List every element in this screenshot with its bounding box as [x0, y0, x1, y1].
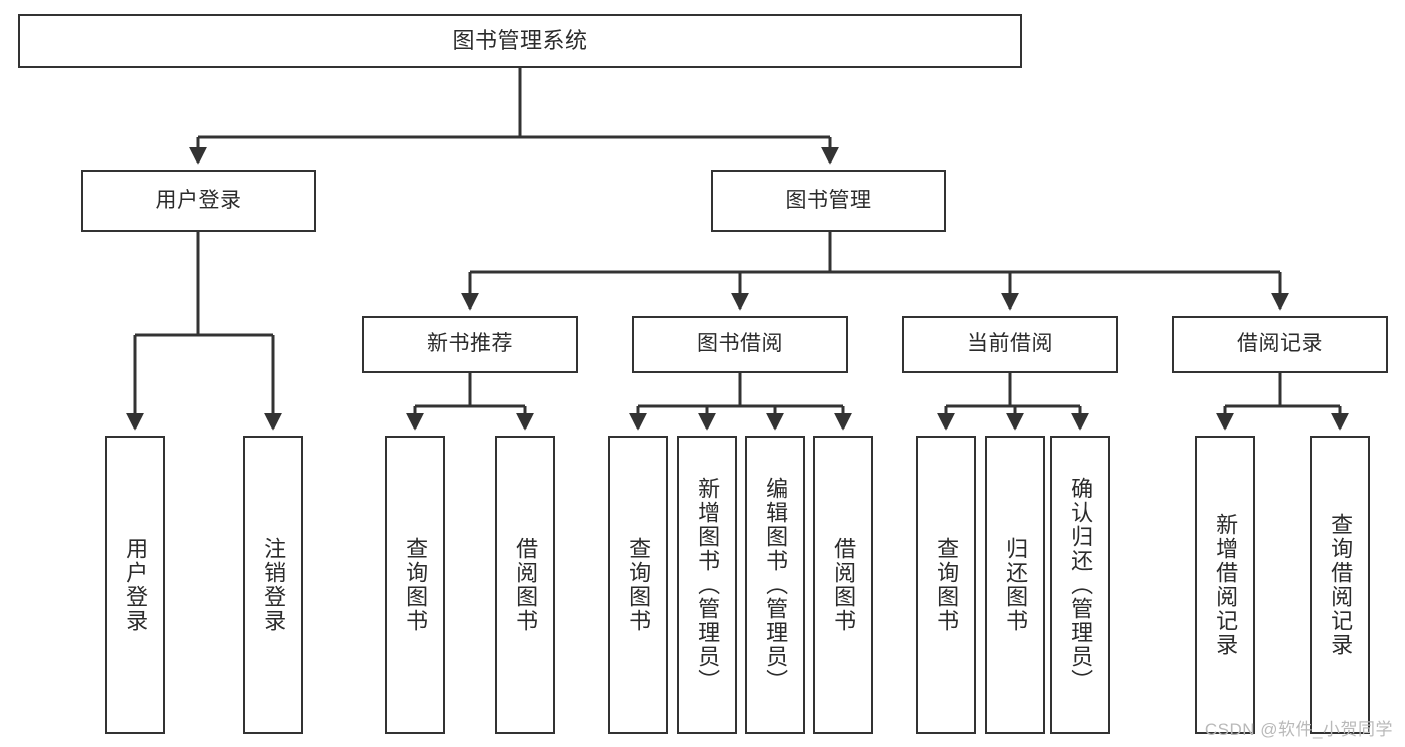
- leaf-label: 借阅图书: [831, 537, 857, 633]
- leaf-user-login-logout[interactable]: 注销登录: [243, 436, 303, 734]
- node-current-borrow[interactable]: 当前借阅: [902, 316, 1118, 373]
- leaf-book-borrow-add[interactable]: 新增图书（管理员）: [677, 436, 737, 734]
- leaf-current-borrow-query[interactable]: 查询图书: [916, 436, 976, 734]
- node-book-borrow[interactable]: 图书借阅: [632, 316, 848, 373]
- node-book-management[interactable]: 图书管理: [711, 170, 946, 232]
- leaf-current-borrow-return[interactable]: 归还图书: [985, 436, 1045, 734]
- leaf-new-book-query[interactable]: 查询图书: [385, 436, 445, 734]
- leaf-label: 新增借阅记录: [1213, 513, 1239, 657]
- leaf-user-login-login[interactable]: 用户登录: [105, 436, 165, 734]
- leaf-book-borrow-edit[interactable]: 编辑图书（管理员）: [745, 436, 805, 734]
- leaf-label: 借阅图书: [513, 537, 539, 633]
- node-user-login-label: 用户登录: [155, 188, 242, 212]
- leaf-borrow-record-query[interactable]: 查询借阅记录: [1310, 436, 1370, 734]
- leaf-label: 用户登录: [123, 537, 149, 633]
- node-user-login[interactable]: 用户登录: [81, 170, 316, 232]
- leaf-new-book-borrow[interactable]: 借阅图书: [495, 436, 555, 734]
- leaf-book-borrow-borrow[interactable]: 借阅图书: [813, 436, 873, 734]
- node-root-label: 图书管理系统: [452, 28, 588, 54]
- leaf-label: 确认归还（管理员）: [1068, 477, 1094, 693]
- leaf-current-borrow-confirm-return[interactable]: 确认归还（管理员）: [1050, 436, 1110, 734]
- node-new-book-recommend-label: 新书推荐: [427, 332, 513, 356]
- leaf-label: 查询图书: [934, 537, 960, 633]
- node-book-borrow-label: 图书借阅: [697, 332, 783, 356]
- leaf-book-borrow-query[interactable]: 查询图书: [608, 436, 668, 734]
- leaf-label: 查询借阅记录: [1328, 513, 1354, 657]
- node-borrow-record[interactable]: 借阅记录: [1172, 316, 1388, 373]
- leaf-label: 查询图书: [626, 537, 652, 633]
- leaf-borrow-record-add[interactable]: 新增借阅记录: [1195, 436, 1255, 734]
- leaf-label: 注销登录: [261, 537, 287, 633]
- leaf-label: 查询图书: [403, 537, 429, 633]
- leaf-label: 新增图书（管理员）: [695, 477, 721, 693]
- leaf-label: 归还图书: [1003, 537, 1029, 633]
- node-root[interactable]: 图书管理系统: [18, 14, 1022, 68]
- leaf-label: 编辑图书（管理员）: [763, 477, 789, 693]
- node-book-management-label: 图书管理: [785, 188, 872, 212]
- node-new-book-recommend[interactable]: 新书推荐: [362, 316, 578, 373]
- node-borrow-record-label: 借阅记录: [1237, 332, 1323, 356]
- node-current-borrow-label: 当前借阅: [967, 332, 1053, 356]
